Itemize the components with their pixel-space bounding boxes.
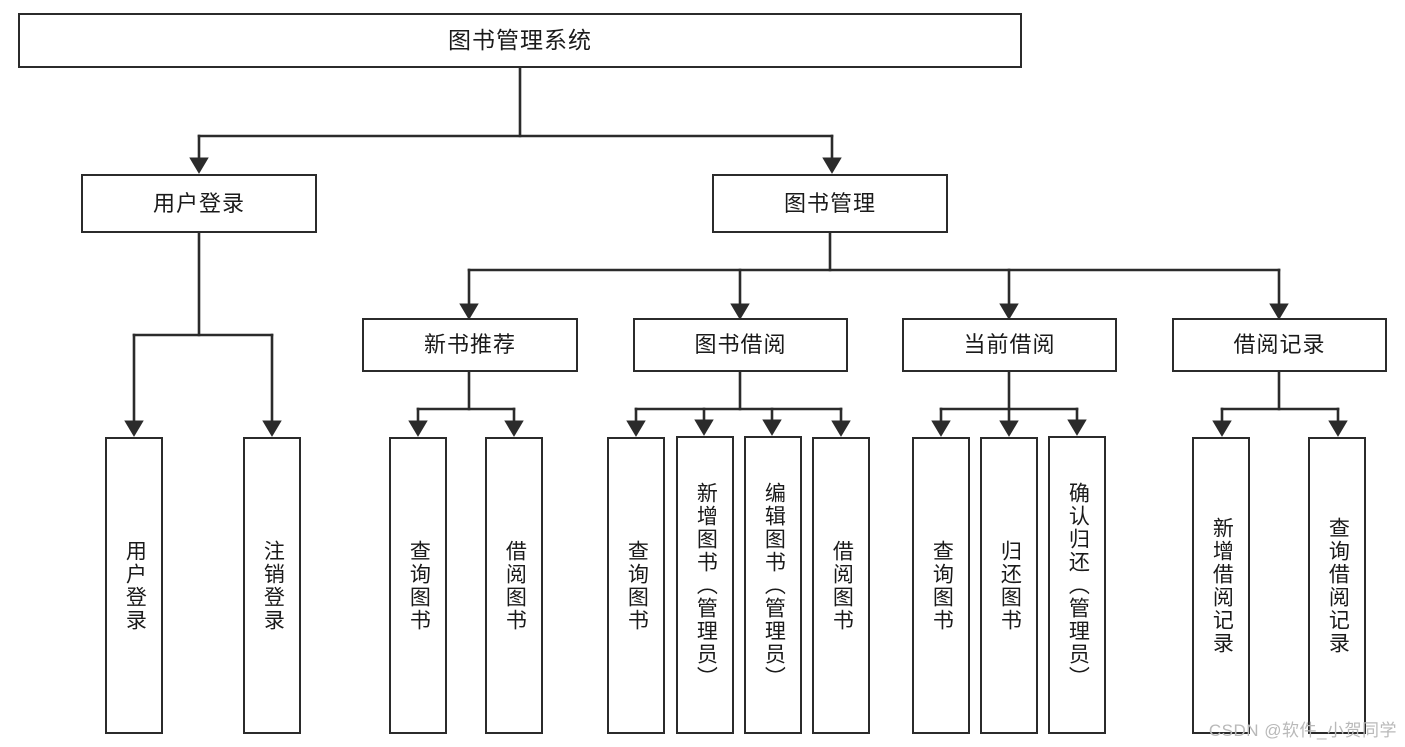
node-user-login[interactable]: 用户登录	[81, 174, 317, 233]
leaf-query-book-recommend[interactable]: 查询图书	[389, 437, 447, 734]
node-label: 图书借阅	[694, 332, 787, 358]
leaf-edit-book-admin[interactable]: 编辑图书（管理员）	[744, 436, 802, 734]
leaf-add-borrow-record[interactable]: 新增借阅记录	[1192, 437, 1250, 734]
node-label: 图书管理系统	[448, 26, 592, 53]
leaf-logout[interactable]: 注销登录	[243, 437, 301, 734]
leaf-return-book[interactable]: 归还图书	[980, 437, 1038, 734]
node-new-book-recommend[interactable]: 新书推荐	[362, 318, 578, 372]
node-label: 归还图书	[998, 539, 1022, 632]
node-label: 新增图书（管理员）	[694, 481, 718, 689]
node-book-borrow[interactable]: 图书借阅	[633, 318, 848, 372]
leaf-borrow-book[interactable]: 借阅图书	[812, 437, 870, 734]
node-book-management[interactable]: 图书管理	[712, 174, 948, 233]
node-borrow-record[interactable]: 借阅记录	[1172, 318, 1387, 372]
leaf-query-book-borrow[interactable]: 查询图书	[607, 437, 665, 734]
node-label: 新书推荐	[423, 332, 516, 358]
node-label: 确认归还（管理员）	[1066, 481, 1090, 689]
node-label: 注销登录	[261, 539, 285, 632]
node-current-borrow[interactable]: 当前借阅	[902, 318, 1117, 372]
node-label: 借阅图书	[830, 539, 854, 632]
leaf-confirm-return-admin[interactable]: 确认归还（管理员）	[1048, 436, 1106, 734]
node-label: 当前借阅	[963, 332, 1056, 358]
node-label: 查询图书	[407, 539, 431, 632]
leaf-add-book-admin[interactable]: 新增图书（管理员）	[676, 436, 734, 734]
leaf-borrow-book-recommend[interactable]: 借阅图书	[485, 437, 543, 734]
leaf-query-book-current[interactable]: 查询图书	[912, 437, 970, 734]
leaf-query-borrow-record[interactable]: 查询借阅记录	[1308, 437, 1366, 734]
node-label: 用户登录	[152, 190, 245, 216]
node-root-system[interactable]: 图书管理系统	[18, 13, 1022, 68]
node-label: 借阅记录	[1233, 332, 1326, 358]
node-label: 编辑图书（管理员）	[762, 481, 786, 689]
node-label: 借阅图书	[503, 539, 527, 632]
node-label: 查询借阅记录	[1326, 516, 1350, 655]
node-label: 用户登录	[123, 539, 147, 632]
node-label: 查询图书	[930, 539, 954, 632]
watermark-text: CSDN @软件_小贺同学	[1208, 721, 1397, 740]
node-label: 新增借阅记录	[1210, 516, 1234, 655]
node-label: 图书管理	[783, 190, 876, 216]
node-label: 查询图书	[625, 539, 649, 632]
leaf-user-login[interactable]: 用户登录	[105, 437, 163, 734]
